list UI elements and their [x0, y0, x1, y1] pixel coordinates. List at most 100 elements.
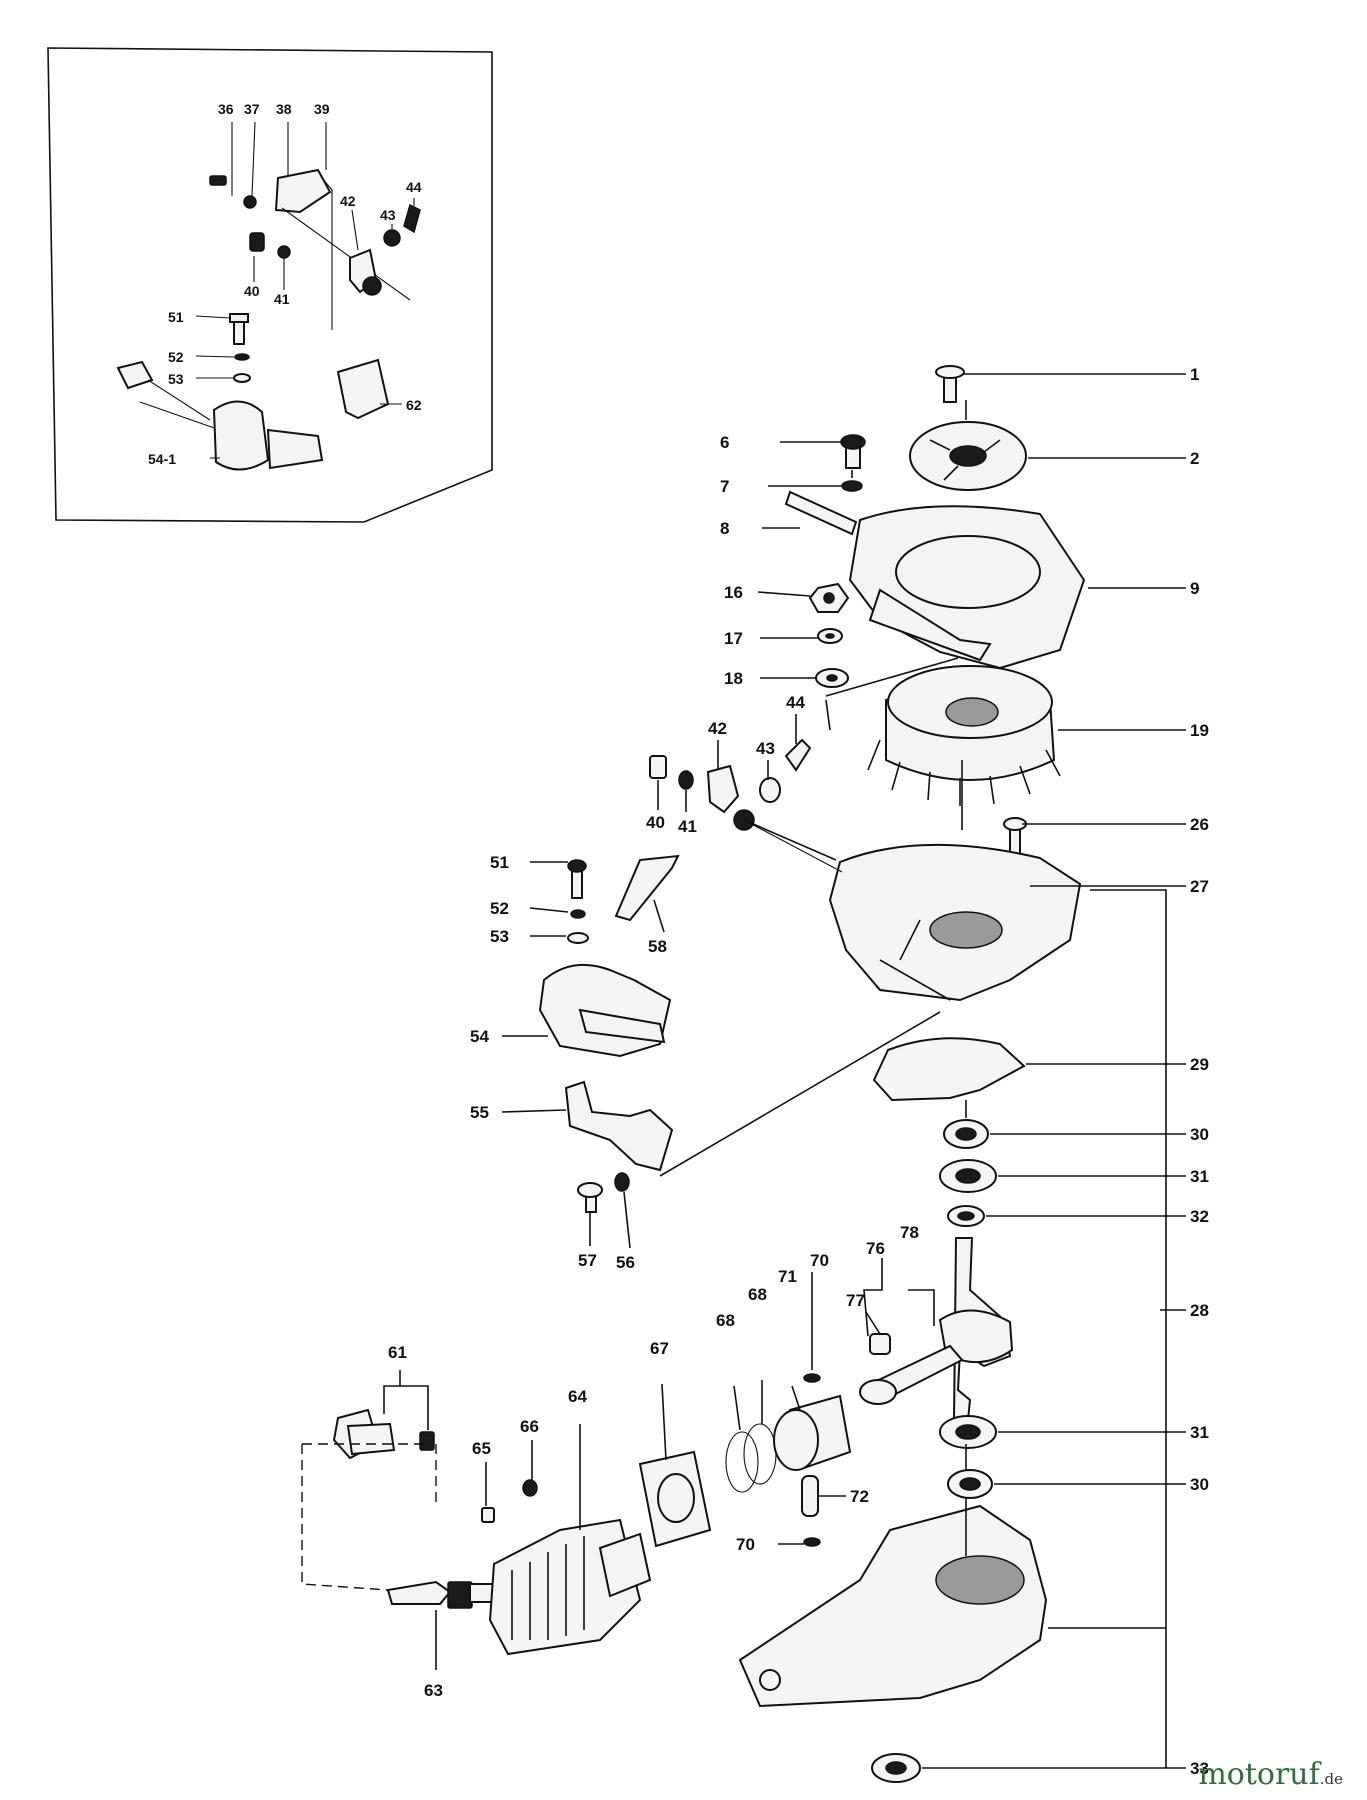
label-62: 62: [406, 397, 422, 413]
callout-leaders: [757, 373, 1186, 1769]
left-leaders: [501, 714, 797, 1249]
label-26: 26: [1190, 815, 1209, 834]
screw-36: [209, 175, 227, 186]
label-2: 2: [1190, 449, 1199, 468]
switch-38: [274, 168, 332, 214]
label-70: 70: [810, 1251, 829, 1270]
screw-40: [649, 755, 667, 779]
screw-44: [403, 203, 421, 234]
label-18: 18: [724, 669, 743, 688]
label-63: 63: [424, 1681, 443, 1700]
label-17: 17: [724, 629, 743, 648]
label-43: 43: [380, 207, 396, 223]
piston-pin-72: [801, 1475, 819, 1517]
left-labels: 42 43 44 40 41 51 52 53 58 54 55 57 56: [470, 693, 805, 1272]
inset-switch-assembly: [116, 168, 421, 471]
label-56: 56: [616, 1253, 635, 1272]
washer-7: [841, 480, 863, 492]
washer-66: [522, 1479, 538, 1497]
label-28: 28: [1190, 1301, 1209, 1320]
label-54: 54: [470, 1027, 489, 1046]
label-51: 51: [490, 853, 509, 872]
screw-65: [481, 1507, 495, 1523]
washer-41: [678, 770, 694, 790]
watermark-brand: motoruf: [1198, 1757, 1320, 1792]
label-31b: 31: [1190, 1423, 1209, 1442]
wire-39: [321, 177, 333, 330]
label-16: 16: [724, 583, 743, 602]
lever-8: [784, 490, 858, 536]
label-53: 53: [490, 927, 509, 946]
watermark: motoruf.de: [1198, 1757, 1343, 1792]
terminal: [116, 360, 154, 390]
screw-40: [249, 232, 265, 252]
label-6: 6: [720, 433, 729, 452]
ignition-coil-54-1: [212, 400, 270, 471]
main-parts: [738, 365, 1086, 1783]
inset-leaders: [195, 121, 415, 459]
lower-labels: 78 76 77 70 71 68 68 67 64 66 65 61 63 7…: [388, 1223, 1209, 1700]
label-42: 42: [708, 719, 727, 738]
label-44: 44: [786, 693, 805, 712]
washer-52: [234, 353, 250, 361]
label-51: 51: [168, 309, 184, 325]
label-67: 67: [650, 1339, 669, 1358]
label-7: 7: [720, 477, 729, 496]
cover-62: [336, 358, 390, 420]
label-71: 71: [778, 1267, 797, 1286]
label-55: 55: [470, 1103, 489, 1122]
label-61: 61: [388, 1343, 407, 1362]
watermark-tld: .de: [1319, 1770, 1343, 1788]
washer-53: [567, 932, 589, 944]
label-44: 44: [406, 179, 422, 195]
washer-52: [570, 909, 586, 919]
label-33: 33: [1190, 1759, 1209, 1778]
bracket-42: [706, 764, 740, 814]
label-42: 42: [340, 193, 356, 209]
label-64: 64: [568, 1387, 587, 1406]
screw-44: [784, 738, 812, 772]
circlip-70b: [803, 1537, 821, 1547]
nut-43: [759, 777, 781, 803]
label-29: 29: [1190, 1055, 1209, 1074]
label-1: 1: [1190, 365, 1199, 384]
left-group-parts: [538, 738, 843, 1213]
label-38: 38: [276, 101, 292, 117]
piston-ring-68b: [743, 1423, 777, 1485]
label-78: 78: [900, 1223, 919, 1242]
label-52: 52: [168, 349, 184, 365]
label-39: 39: [314, 101, 330, 117]
label-52: 52: [490, 899, 509, 918]
label-66: 66: [520, 1417, 539, 1436]
label-36: 36: [218, 101, 234, 117]
label-41: 41: [274, 291, 290, 307]
ignition-coil-54: [538, 963, 672, 1058]
label-27: 27: [1190, 877, 1209, 896]
label-9: 9: [1190, 579, 1199, 598]
label-53: 53: [168, 371, 184, 387]
label-58: 58: [648, 937, 667, 956]
washer-56: [614, 1172, 630, 1192]
label-31: 31: [1190, 1167, 1209, 1186]
lower-left-parts: [332, 1373, 852, 1656]
label-37: 37: [244, 101, 260, 117]
washer-37: [243, 195, 257, 209]
callout-labels: 1 2 6 7 8 9 16 17 18 19 26 27 28 29 30 3…: [720, 365, 1209, 1778]
label-70b: 70: [736, 1535, 755, 1554]
label-8: 8: [720, 519, 729, 538]
label-30: 30: [1190, 1125, 1209, 1144]
label-40: 40: [646, 813, 665, 832]
holder-55: [564, 1080, 674, 1172]
label-32: 32: [1190, 1207, 1209, 1226]
label-76: 76: [866, 1239, 885, 1258]
lead-58: [614, 854, 680, 922]
piston-ring-68: [725, 1431, 759, 1493]
crankcase-lower: [738, 1504, 1048, 1708]
washer-41: [277, 245, 291, 259]
label-72: 72: [850, 1487, 869, 1506]
gasket-29: [872, 1037, 1026, 1102]
label-65: 65: [472, 1439, 491, 1458]
label-68: 68: [748, 1285, 767, 1304]
